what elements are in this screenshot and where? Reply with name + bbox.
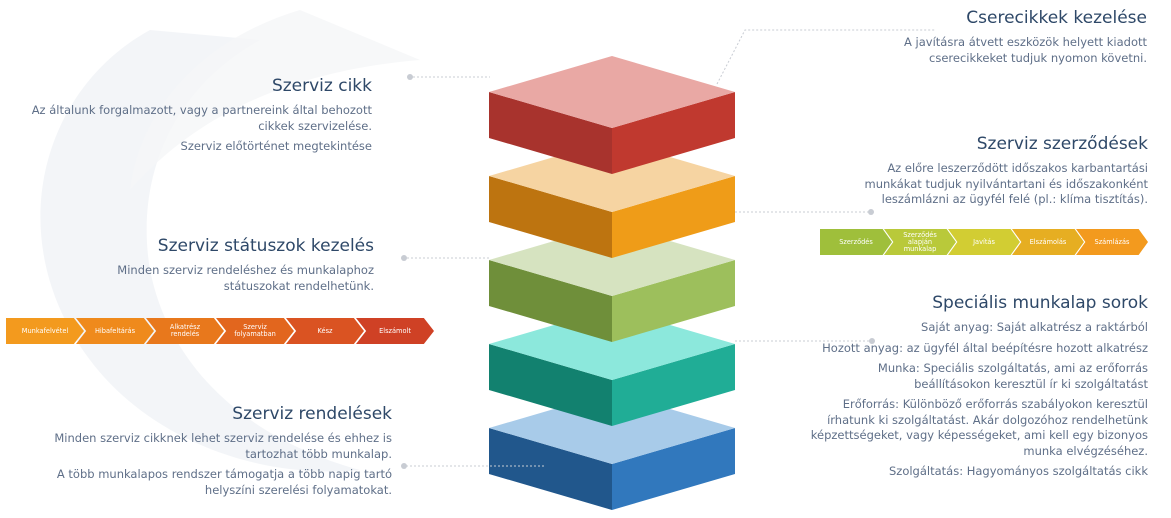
flow-step: Alkatrész rendelés — [146, 318, 224, 344]
flow-step: Hibafeltárás — [76, 318, 154, 344]
callout-text: Szerviz előtörténet megtekintése — [180, 139, 372, 153]
callout-title: Szerviz szerződések — [976, 134, 1148, 154]
callout-cserecikk: Cserecikkek kezelése A javításra átvett … — [880, 8, 1147, 71]
flow-step: Elszámolt — [356, 318, 434, 344]
callout-text: Szolgáltatás: Hagyományos szolgáltatás c… — [888, 464, 1148, 478]
callout-specialis: Speciális munkalap sorok Saját anyag: Sa… — [800, 293, 1148, 485]
stack-layer-2 — [489, 140, 735, 258]
callout-status: Szerviz státuszok kezelés Minden szerviz… — [100, 236, 374, 299]
flow-step: Munkafelvétel — [6, 318, 84, 344]
flow-step: Számlázás — [1076, 229, 1148, 255]
callout-title: Szerviz státuszok kezelés — [157, 236, 374, 256]
flow-step: Kész — [286, 318, 364, 344]
callout-text: Minden szerviz cikknek lehet szerviz ren… — [54, 431, 392, 461]
callout-text: Az előre leszerződött időszakos karbanta… — [864, 161, 1148, 206]
callout-text: Saját anyag: Saját alkatrész a raktárból — [921, 320, 1148, 334]
callout-title: Speciális munkalap sorok — [932, 293, 1148, 313]
callout-text: Munka: Speciális szolgáltatás, ami az er… — [877, 361, 1148, 391]
stack-layer-4 — [489, 308, 735, 426]
callout-szerzodes: Szerviz szerződések Az előre leszerződöt… — [858, 134, 1148, 213]
flow-step: Elszámolás — [1012, 229, 1084, 255]
stack-layer-1 — [489, 56, 735, 174]
flow-step: Szerviz folyamatban — [216, 318, 294, 344]
callout-text: Erőforrás: Különböző erőforrás szabályok… — [810, 397, 1148, 458]
flow-step: Szerződés — [820, 229, 892, 255]
callout-title: Szerviz cikk — [271, 76, 372, 96]
callout-title: Cserecikkek kezelése — [966, 8, 1147, 28]
callout-title: Szerviz rendelések — [232, 404, 392, 424]
callout-serviz-cikk: Szerviz cikk Az általunk forgalmazott, v… — [20, 76, 372, 160]
flow-step: Szerződés alapján munkalap — [884, 229, 956, 255]
callout-text: Az általunk forgalmazott, vagy a partner… — [31, 103, 372, 133]
flow-step: Javítás — [948, 229, 1020, 255]
callout-text: Minden szerviz rendeléshez és munkalapho… — [117, 263, 374, 293]
callout-text: A több munkalapos rendszer támogatja a t… — [56, 467, 392, 497]
stack-layer-3 — [489, 224, 735, 342]
callout-rendelesek: Szerviz rendelések Minden szerviz cikkne… — [40, 404, 392, 503]
stack-layer-5 — [489, 392, 735, 510]
callout-text: A javításra átvett eszközök helyett kiad… — [904, 35, 1147, 65]
callout-text: Hozott anyag: az ügyfél által beépítésre… — [822, 340, 1148, 355]
